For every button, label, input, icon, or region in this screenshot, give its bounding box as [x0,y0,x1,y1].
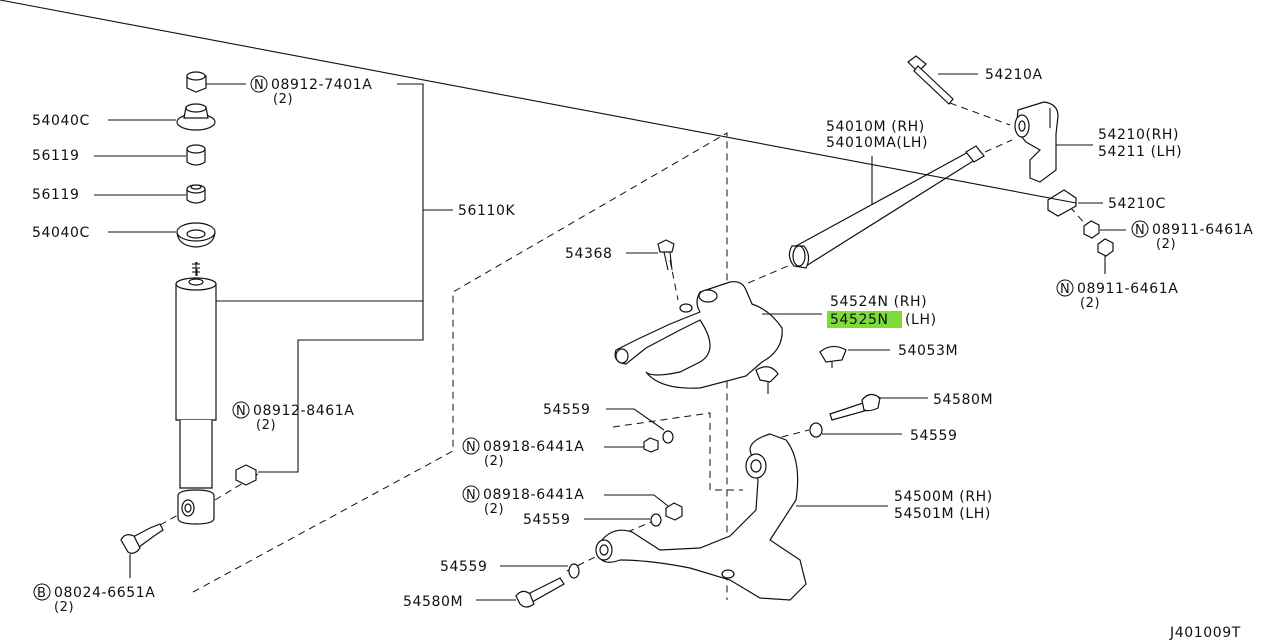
nut-lower-1-prefix-circle [462,437,480,455]
nut-bracket-2-part-number: 08911-6461A [1077,281,1178,297]
insulator-upper-label: 54040C [32,113,90,129]
lower-link-rh-label: 54500M (RH) [894,489,993,505]
nut-top-part [186,71,207,93]
bolt-shock-prefix-circle [33,583,51,601]
upper-link-leaders [626,252,890,351]
bolt-shock-prefix: B [37,586,47,601]
nut-lower-1-part [643,437,659,453]
washer-a-part [662,430,674,444]
nut-lower-2-prefix: N [466,488,476,503]
bushing-upper-label: 56119 [32,148,80,164]
bolt-bracket-label: 54210A [985,67,1043,83]
shock-absorber-label: 56110K [458,203,516,219]
nut-bracket-2-prefix: N [1060,282,1070,297]
bushing-lower-part [186,184,206,204]
washer-c-part [568,563,580,579]
washer-d-label: 54559 [910,428,958,444]
shock-absorber-part [175,262,217,525]
upper-link-part [614,281,783,394]
bumper-stop-part [819,345,847,368]
nut-shock-qty: (2) [256,418,276,433]
nut-top-prefix: N [254,78,264,93]
bumper-stop-label: 54053M [898,343,958,359]
bolt-lower-right-part [829,393,881,421]
insulator-upper-part [176,103,216,131]
bolt-shock-part-number: 08024-6651A [54,585,155,601]
insulator-lower-part [176,222,216,248]
nut-lower-2-prefix-circle [462,485,480,503]
nut-bracket-2-prefix-circle [1056,279,1074,297]
upper-link-lh-highlight [827,311,902,328]
nut-shock-part [235,464,257,486]
nut-shock-prefix-circle [232,401,250,419]
tension-rod-lh-label: 54010MA(LH) [826,135,928,151]
tension-rod-part [788,145,985,269]
washer-a-label: 54559 [543,402,591,418]
nut-bracket-1-prefix: N [1135,223,1145,238]
nut-shock-prefix: N [236,404,246,419]
nut-bracket-1-part-number: 08911-6461A [1152,222,1253,238]
nut-lower-1-qty: (2) [484,454,504,469]
nut-bracket-2-part [1097,238,1114,257]
shock-leaders [94,83,453,578]
washer-c-label: 54559 [440,559,488,575]
lower-link-part [595,433,807,601]
washer-b-part [650,513,662,527]
bracket-lh-label: 54211 (LH) [1098,144,1182,160]
nut-lower-2-qty: (2) [484,502,504,517]
tension-rod-rh-label: 54010M (RH) [826,119,925,135]
nut-bracket-1-qty: (2) [1156,237,1176,252]
bracket-leaders [0,0,1126,274]
bolt-lower-right-label: 54580M [933,392,993,408]
bracket-c-label: 54210C [1108,196,1166,212]
upper-link-rh-label: 54524N (RH) [830,294,927,310]
bolt-shock-part [120,523,164,554]
bracket-c-part [1047,189,1077,217]
bolt-lower-left-part [515,577,565,608]
nut-lower-2-part [665,502,683,521]
nut-top-qty: (2) [273,92,293,107]
nut-shock-part-number: 08912-8461A [253,403,354,419]
washer-d-part [809,422,823,438]
nut-bracket-1-prefix-circle [1131,220,1149,238]
bolt-upper-link-part [657,239,675,271]
upper-link-lh-part-label: 54525N [830,312,889,328]
nut-top-part-number: 08912-7401A [271,77,372,93]
bracket-part [1014,101,1059,183]
bolt-shock-qty: (2) [54,600,74,615]
bolt-lower-left-label: 54580M [403,594,463,610]
nut-top-prefix-circle [250,75,268,93]
nut-lower-1-part-number: 08918-6441A [483,439,584,455]
bushing-upper-part [186,144,206,166]
lower-link-lh-label: 54501M (LH) [894,506,991,522]
insulator-lower-label: 54040C [32,225,90,241]
diagram-code: J401009T [1169,625,1241,640]
nut-bracket-2-qty: (2) [1080,296,1100,311]
washer-b-label: 54559 [523,512,571,528]
nut-bracket-1-part [1083,220,1100,239]
nut-lower-2-part-number: 08918-6441A [483,487,584,503]
upper-link-lh-side-label: (LH) [905,312,937,328]
nut-lower-1-prefix: N [466,440,476,455]
bolt-bracket-part [907,55,954,105]
bracket-rh-label: 54210(RH) [1098,127,1179,143]
bolt-upper-link-label: 54368 [565,246,613,262]
bushing-lower-label: 56119 [32,187,80,203]
lower-link-leaders [476,397,928,601]
